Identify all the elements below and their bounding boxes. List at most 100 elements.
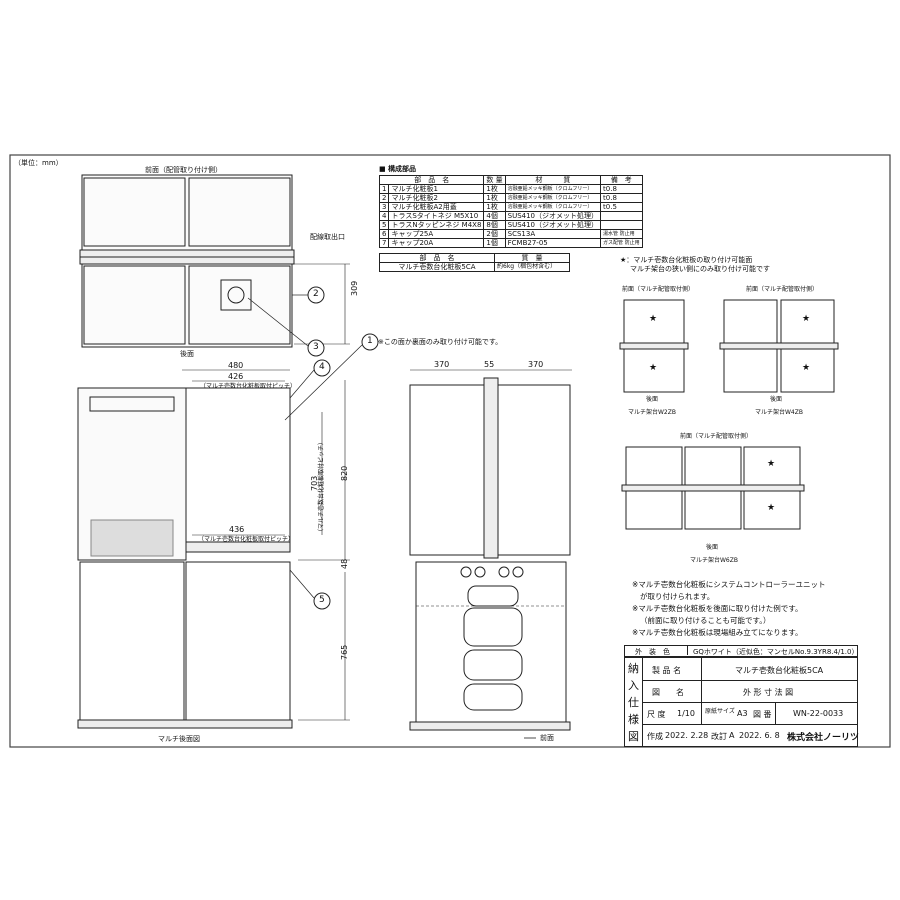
frame-w4zb <box>719 299 839 393</box>
pitch-label-vertical: （マルチ壱数台化粧板取付ピッチ） <box>318 438 325 535</box>
dim-436: 436 <box>229 525 245 534</box>
title-side-char: 仕 <box>628 696 639 709</box>
drawing-name-label: 図 名 <box>652 688 684 697</box>
top-view-rear-label: 後面 <box>180 350 194 358</box>
company-logo: 株式会社ノーリツ <box>787 733 860 743</box>
unit-note: （単位：mm） <box>14 159 63 167</box>
w6zb-front-label: 前面（マルチ配管取付側） <box>680 433 753 440</box>
created-label: 作成 <box>647 732 663 741</box>
frame-w2zb <box>619 299 689 393</box>
mount-note-line2: マルチ架台の狭い側にのみ取り付け可能です <box>630 265 770 273</box>
star-icon: ★ <box>649 314 658 324</box>
product-name-value: マルチ壱数台化粧板5CA <box>735 666 824 675</box>
dim-309: 309 <box>350 280 359 296</box>
surface-value: GQホワイト（近似色：マンセルNo.9.3YR8.4/1.0） <box>693 648 859 656</box>
mount-note-line1: ★：マルチ壱数台化粧板の取り付け可能面 <box>620 256 753 264</box>
star-icon: ★ <box>767 503 776 513</box>
top-view <box>79 174 350 348</box>
dim-55: 55 <box>484 360 495 369</box>
note-line: ※マルチ壱数台化粧板にシステムコントローラーユニット <box>632 580 826 589</box>
w4zb-rear-label: 後面 <box>770 396 783 403</box>
dim-48: 48 <box>340 558 349 569</box>
revised-label: 改訂 <box>711 732 727 741</box>
w2zb-front-label: 前面（マルチ配管取付側） <box>622 286 695 293</box>
product-name-label: 製 品 名 <box>652 666 682 675</box>
w4zb-front-label: 前面（マルチ配管取付側） <box>746 286 819 293</box>
table-row: マルチ壱数台化粧板5CA 約6kg（梱包材含む） <box>379 262 570 272</box>
star-icon: ★ <box>767 459 776 469</box>
product-header-mass: 質 量 <box>494 253 570 263</box>
star-icon: ★ <box>802 363 811 373</box>
paper-size-label: 原紙サイズ <box>705 708 735 715</box>
w4zb-name: マルチ架台W4ZB <box>755 409 803 416</box>
dim-820: 820 <box>340 465 349 481</box>
dim-426: 426 <box>228 372 244 381</box>
outlet-label: 配線取出口 <box>310 233 345 241</box>
w2zb-name: マルチ架台W2ZB <box>628 409 676 416</box>
dim-765: 765 <box>340 644 349 660</box>
surface-color-row: 外 装 色 GQホワイト（近似色：マンセルNo.9.3YR8.4/1.0） <box>624 645 858 657</box>
note-line: ※マルチ壱数台化粧板は現場組み立てになります。 <box>632 628 803 637</box>
drawing-name-value: 外 形 寸 法 図 <box>743 688 794 697</box>
revised-date: 2022. 6. 8 <box>739 731 780 740</box>
product-table-header: 部 品 名 質 量 <box>379 253 570 263</box>
pitch-label-bottom: （マルチ壱数台化粧板取付ピッチ） <box>198 536 295 543</box>
callout-3: 3 <box>313 342 319 352</box>
revision-letter: A <box>729 731 735 740</box>
w2zb-rear-label: 後面 <box>646 396 659 403</box>
title-side-char: 図 <box>628 730 639 743</box>
notes: ※マルチ壱数台化粧板にシステムコントローラーユニット が取り付けられます。 ※マ… <box>632 579 826 639</box>
surface-label: 外 装 色 <box>635 648 670 656</box>
dim-370-left: 370 <box>434 360 450 369</box>
note-line: ※マルチ壱数台化粧板を後面に取り付けた例です。 <box>632 604 803 613</box>
parts-table-header: 部 品 名 数 量 材 質 備 考 <box>378 175 643 185</box>
callout-2: 2 <box>313 289 319 299</box>
title-side-char: 納 <box>628 662 639 675</box>
callout-circles <box>307 286 379 610</box>
w6zb-rear-label: 後面 <box>706 544 719 551</box>
parts-header-remark: 備 考 <box>600 175 643 185</box>
parts-header-material: 材 質 <box>504 175 602 185</box>
sheet-border <box>9 154 891 748</box>
paper-size-value: A3 <box>737 709 748 718</box>
side-view-note: ※この面か裏面のみ取り付け可能です。 <box>378 338 503 346</box>
dim-480: 480 <box>228 361 244 370</box>
note-line: （前面に取り付けることも可能です。） <box>640 616 771 625</box>
scale-value: 1/10 <box>677 709 695 718</box>
callout-1: 1 <box>367 336 373 346</box>
product-header-name: 部 品 名 <box>379 253 495 263</box>
pitch-label-top: （マルチ壱数台化粧板取付ピッチ） <box>200 383 297 390</box>
rear-view <box>77 369 350 729</box>
drawing-number-value: WN-22-0033 <box>793 709 844 718</box>
note-line: が取り付けられます。 <box>640 592 715 601</box>
created-date: 2022. 2.28 <box>665 731 709 740</box>
star-icon: ★ <box>802 314 811 324</box>
drawing-number-label: 図 番 <box>753 710 772 719</box>
side-view <box>409 369 572 739</box>
title-side-char: 様 <box>628 713 639 726</box>
title-block: 納 入 仕 様 図 製 品 名 マルチ壱数台化粧板5CA 図 名 外 形 寸 法… <box>624 657 860 747</box>
parts-table-title: ■ 構成部品 <box>379 165 417 173</box>
parts-header-qty: 数 量 <box>483 175 506 185</box>
star-icon: ★ <box>649 363 658 373</box>
title-side-char: 入 <box>628 679 639 692</box>
rear-view-caption: マルチ後面図 <box>158 735 200 743</box>
front-arrow-label: 前面 <box>540 734 554 742</box>
callout-leaders <box>247 294 363 599</box>
parts-header-name: 部 品 名 <box>378 175 485 185</box>
product-table: 部 品 名 質 量 マルチ壱数台化粧板5CA 約6kg（梱包材含む） <box>379 253 570 272</box>
dim-370-right: 370 <box>528 360 544 369</box>
top-view-front-label: 前面（配管取り付け側） <box>145 166 222 174</box>
callout-5: 5 <box>319 595 325 605</box>
callout-4: 4 <box>319 362 325 372</box>
scale-label: 尺 度 <box>647 710 666 719</box>
